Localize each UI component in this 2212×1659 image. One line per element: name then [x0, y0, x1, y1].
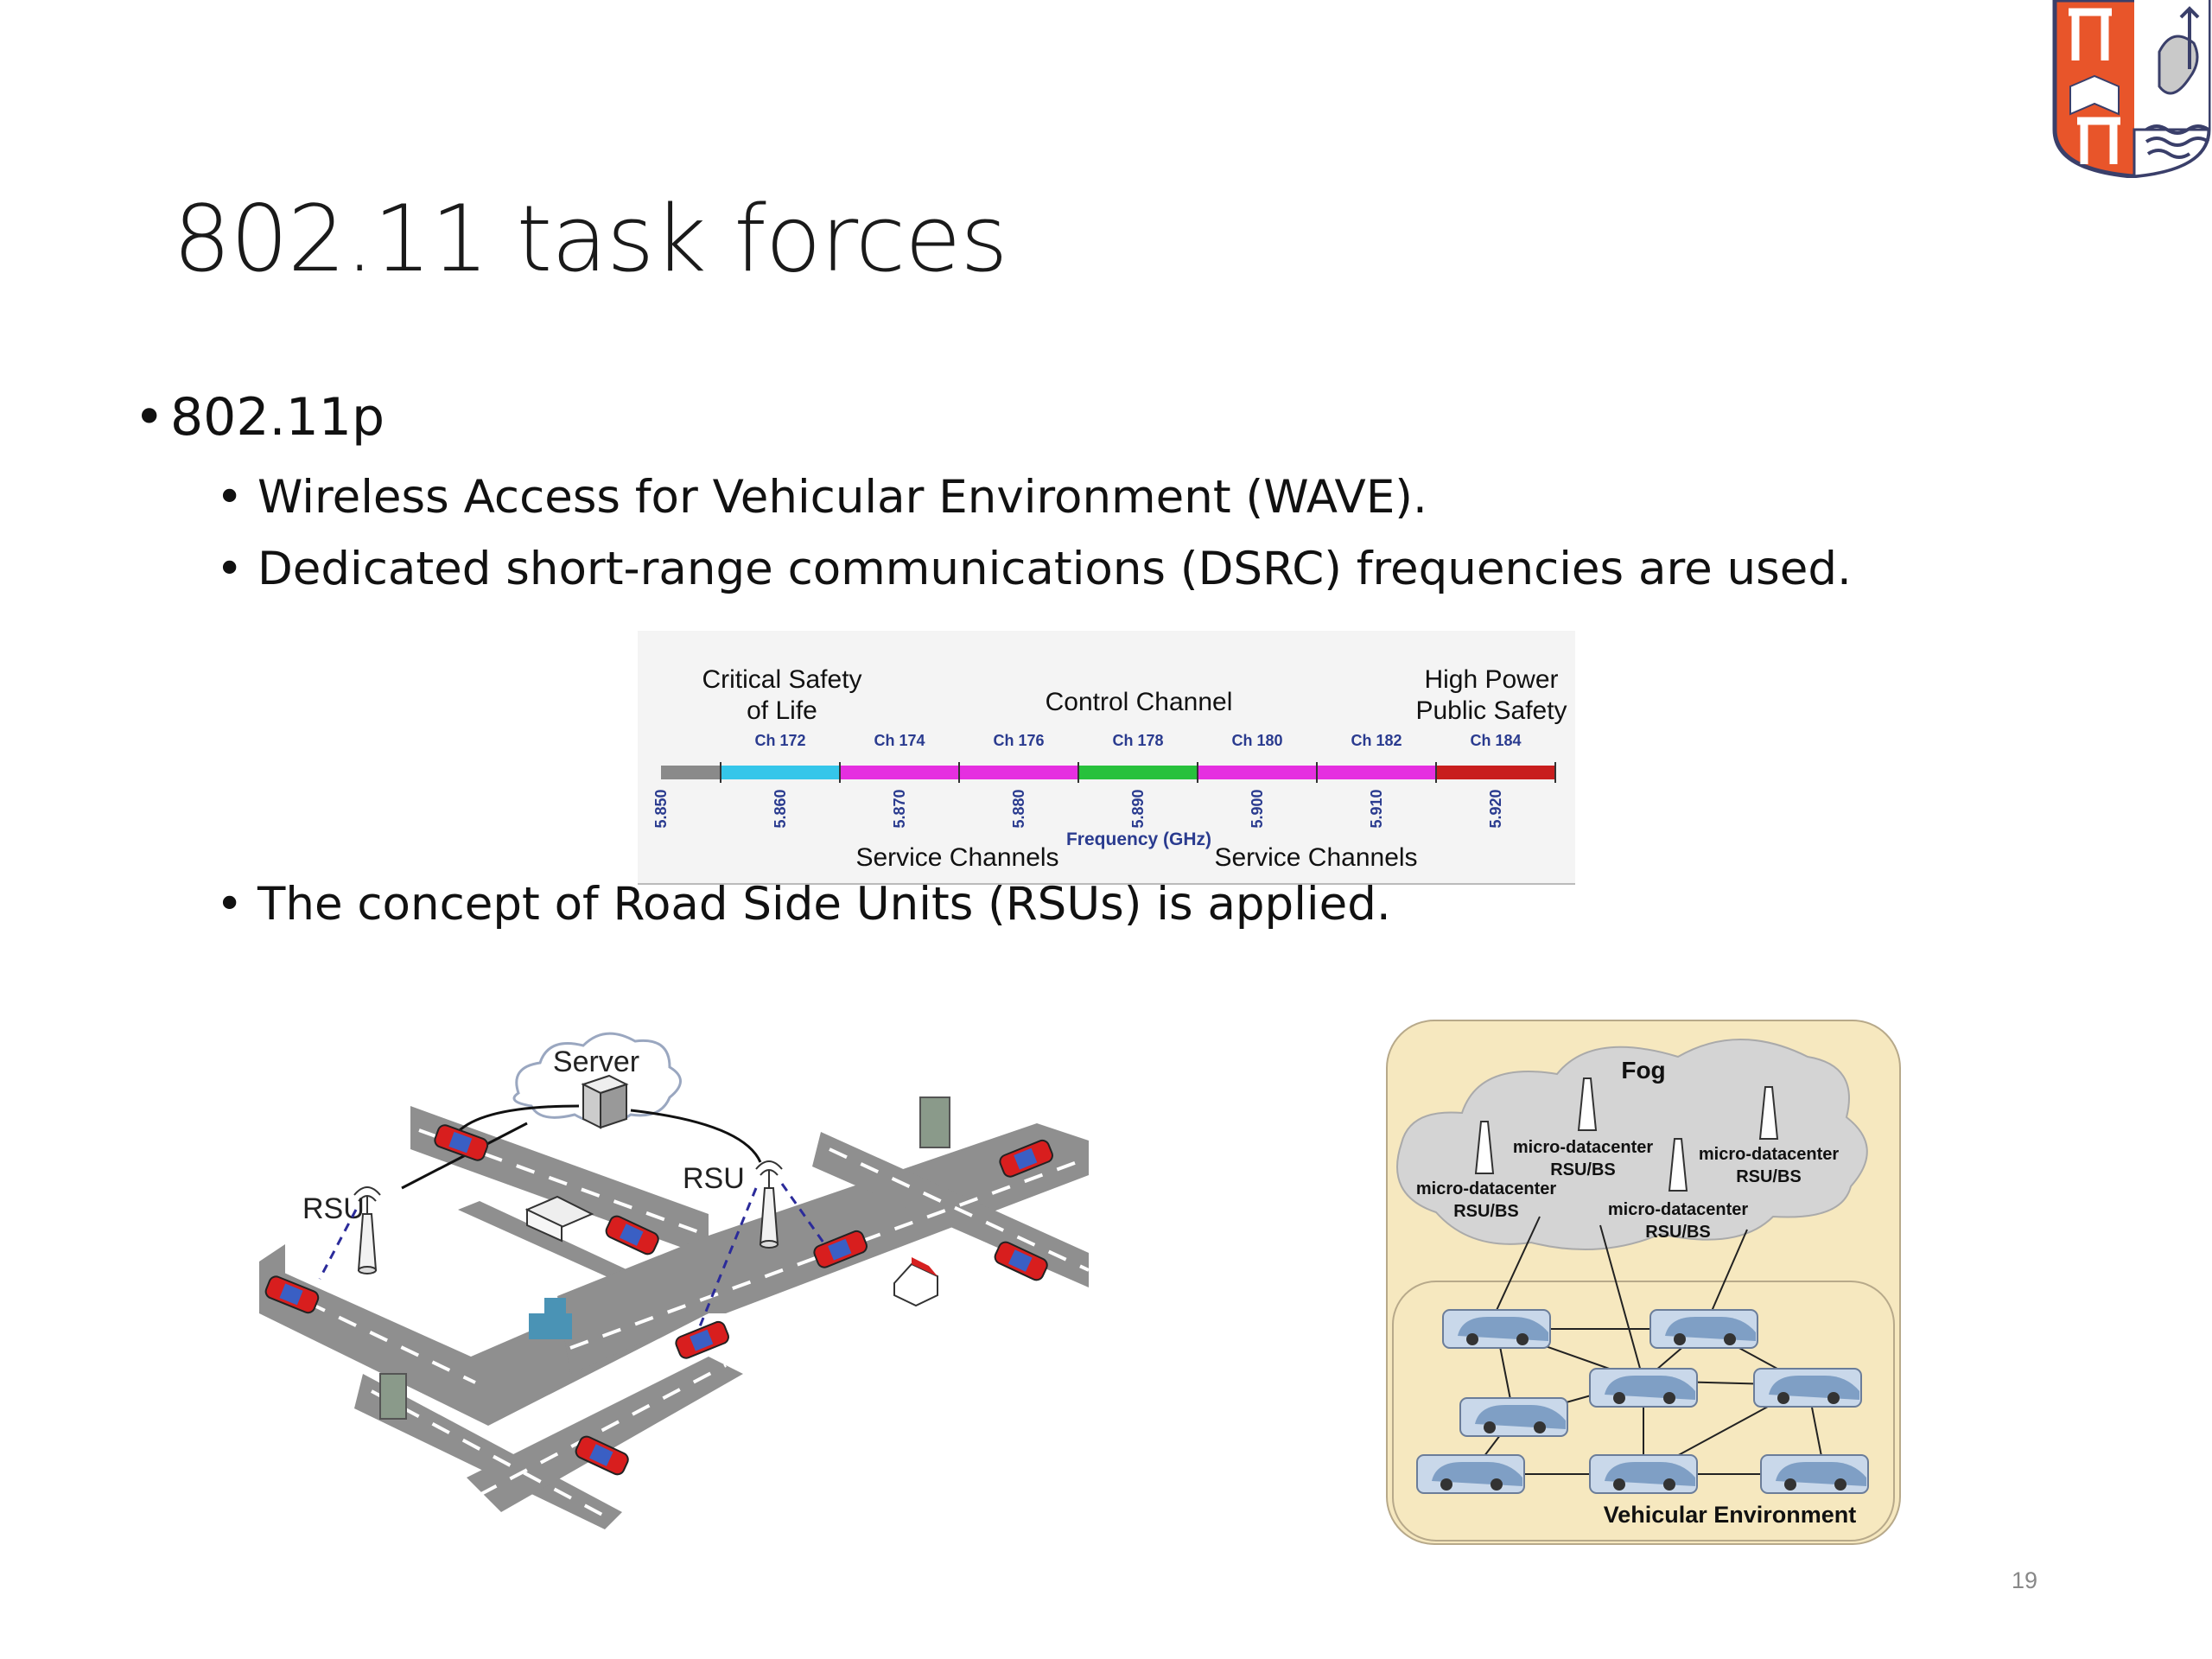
slide-title: 802.11 task forces — [173, 186, 1008, 292]
bullet-dot: • — [216, 878, 244, 931]
channel-label: Ch 184 — [1470, 732, 1521, 749]
channel-label: Ch 174 — [874, 732, 925, 749]
bullet-dot: • — [134, 387, 165, 448]
node-label: micro-datacenter — [1416, 1179, 1556, 1198]
sub-bullet-1-text: Wireless Access for Vehicular Environmen… — [257, 471, 1427, 524]
channel-band — [1436, 766, 1555, 779]
vehicular-environment-label: Vehicular Environment — [1604, 1502, 1857, 1528]
channel-band — [1078, 766, 1198, 779]
car-icons — [264, 1124, 1053, 1476]
sub-bullet-1: •Wireless Access for Vehicular Environme… — [216, 471, 1427, 524]
vehicle-icons — [1416, 1309, 1869, 1494]
control-channel-label: Control Channel — [1046, 688, 1233, 716]
fog-label: Fog — [1621, 1057, 1665, 1084]
rsu-road-diagram: Server RSU RSU — [259, 1032, 1090, 1529]
frequency-axis-label: Frequency (GHz) — [1066, 830, 1211, 849]
vehicular-region — [1392, 1281, 1895, 1541]
node-label: micro-datacenter — [1608, 1200, 1748, 1219]
guard-band — [661, 766, 721, 779]
rsu-wireless-links — [318, 1183, 836, 1327]
spectrum-background — [638, 631, 1575, 884]
server-cloud — [512, 1032, 682, 1125]
rsu-right-link — [630, 1109, 762, 1163]
channel-band — [1198, 766, 1317, 779]
channel-band — [840, 766, 959, 779]
building-icons — [379, 1096, 950, 1420]
public-safety-label: Public Safety — [1415, 696, 1567, 725]
channel-label: Ch 172 — [754, 732, 805, 749]
frequency-tick-label: 5.910 — [1368, 789, 1385, 828]
fog-computing-diagram: Fog micro-datacenter RSU/BS micro-datace… — [1386, 1020, 1901, 1545]
channel-label: Ch 178 — [1112, 732, 1163, 749]
node-label: micro-datacenter — [1699, 1145, 1839, 1164]
bullet-dot: • — [216, 471, 244, 524]
server-car-link — [456, 1104, 580, 1134]
high-power-label: High Power — [1424, 665, 1558, 694]
service-channels-right: Service Channels — [1214, 843, 1417, 872]
channel-label: Ch 180 — [1231, 732, 1282, 749]
frequency-tick-label: 5.890 — [1129, 789, 1147, 828]
channel-label: Ch 176 — [993, 732, 1044, 749]
frequency-tick-label: 5.860 — [772, 789, 789, 828]
sub-bullet-3-text: The concept of Road Side Units (RSUs) is… — [257, 878, 1391, 931]
server-icon — [581, 1074, 629, 1129]
server-label: Server — [553, 1046, 639, 1078]
roads — [259, 1106, 1089, 1529]
node-label: micro-datacenter — [1513, 1138, 1653, 1157]
frequency-tick-label: 5.920 — [1487, 789, 1504, 828]
page-number: 19 — [2011, 1567, 2037, 1593]
rsu-left-label: RSU — [302, 1192, 365, 1225]
channel-band — [959, 766, 1078, 779]
rsu-left-tower — [353, 1186, 381, 1274]
node-label-sub: RSU/BS — [1736, 1167, 1802, 1186]
critical-safety-label: Critical Safety — [702, 665, 861, 694]
university-logo — [2052, 0, 2211, 178]
node-label-sub: RSU/BS — [1453, 1202, 1519, 1221]
frequency-tick-label: 5.880 — [1010, 789, 1027, 828]
sub-bullet-3: •The concept of Road Side Units (RSUs) i… — [216, 878, 1391, 931]
channel-label: Ch 182 — [1351, 732, 1402, 749]
sub-bullet-2: •Dedicated short-range communications (D… — [216, 543, 1852, 595]
micro-datacenter-towers — [1474, 1077, 1779, 1192]
frequency-tick-label: 5.870 — [891, 789, 908, 828]
node-label-sub: RSU/BS — [1550, 1160, 1616, 1179]
channel-band — [721, 766, 840, 779]
bullet-main-text: 802.11p — [170, 387, 385, 448]
channel-bands: Ch 172 Ch 174 Ch 176 Ch 178 Ch 180 Ch 182 Ch 1… — [652, 732, 1556, 829]
node-label-sub: RSU/BS — [1645, 1223, 1711, 1242]
frequency-tick-label: 5.850 — [652, 789, 670, 828]
rsu-right-tower — [755, 1160, 783, 1249]
critical-safety-label-2: of Life — [747, 696, 817, 725]
rsu-right-label: RSU — [683, 1162, 745, 1195]
sub-bullet-2-text: Dedicated short-range communications (DS… — [257, 543, 1852, 595]
micro-datacenter-labels: micro-datacenter RSU/BS micro-datacenter… — [1416, 1138, 1839, 1242]
frequency-tick-label: 5.900 — [1249, 789, 1266, 828]
bullet-main: •802.11p — [134, 387, 385, 448]
channel-band — [1317, 766, 1436, 779]
fog-cloud — [1396, 1039, 1868, 1250]
service-channels-left: Service Channels — [855, 843, 1058, 872]
dsrc-spectrum-figure: Critical Safety of Life Control Channel … — [638, 631, 1575, 885]
bullet-dot: • — [216, 543, 244, 595]
